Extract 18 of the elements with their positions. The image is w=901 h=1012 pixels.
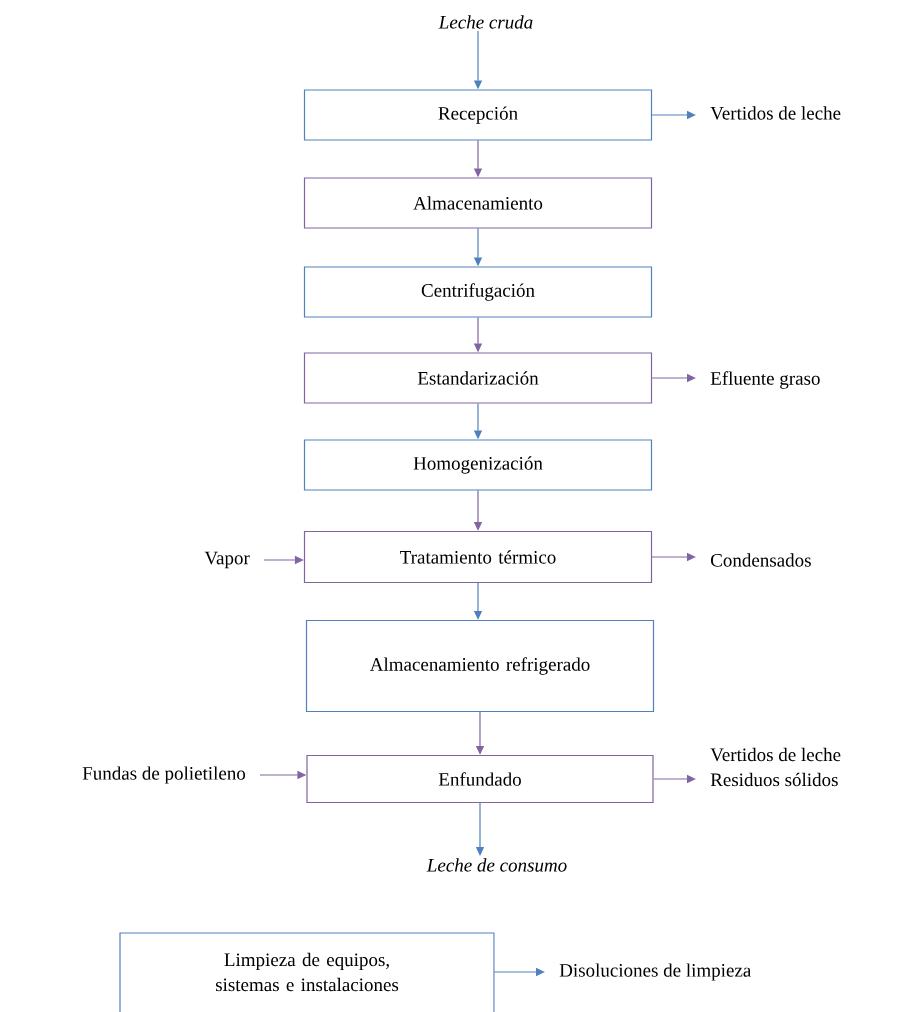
process-box: Estandarización (303, 352, 653, 404)
output-label: Condensados (711, 553, 811, 567)
process-box: Enfundado (306, 754, 654, 804)
output-label: Vertidos de leche (710, 106, 841, 120)
process-box: Centrifugación (303, 266, 653, 318)
process-box: Almacenamiento refrigerado (305, 619, 655, 713)
output-label: Efluente graso (710, 371, 820, 389)
output-label: Disoluciones de limpieza (559, 963, 751, 981)
process-box: Tratamiento térmico (303, 530, 653, 584)
flow-label: Vapor (204, 551, 250, 569)
flow-label: Fundas de polietileno (82, 766, 246, 784)
output-label: Vertidos de leche Residuos sólidos (710, 747, 841, 787)
process-box: Limpieza de equipos, sistemas e instalaciones (119, 932, 495, 1012)
process-box: Recepción (303, 89, 653, 141)
process-box: Homogenización (303, 439, 653, 491)
process-box: Almacenamiento (303, 177, 653, 229)
flow-label: Leche de consumo (426, 858, 567, 872)
flow-label: Leche cruda (438, 15, 533, 29)
